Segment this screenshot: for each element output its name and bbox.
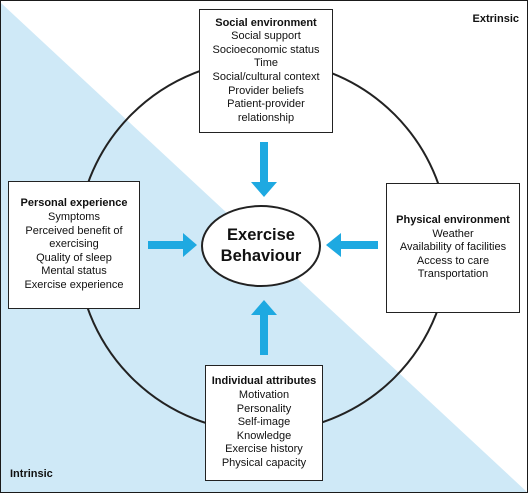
social-item: Provider beliefs xyxy=(228,84,304,97)
social-item: Patient-provider xyxy=(227,98,305,111)
personal-experience-box: Personal experience Symptoms Perceived b… xyxy=(8,181,140,309)
individual-item: Exercise history xyxy=(225,443,303,456)
personal-item: Perceived benefit of xyxy=(25,224,123,237)
social-environment-title: Social environment xyxy=(215,16,317,29)
intrinsic-label: Intrinsic xyxy=(10,468,53,480)
individual-attributes-title: Individual attributes xyxy=(211,375,317,388)
physical-environment-title: Physical environment xyxy=(396,214,510,227)
individual-item: Self-image xyxy=(237,416,291,429)
personal-experience-title: Personal experience xyxy=(20,197,128,210)
individual-item: Motivation xyxy=(238,389,290,402)
personal-item: Exercise experience xyxy=(24,278,124,291)
individual-attributes-box: Individual attributes Motivation Persona… xyxy=(205,365,323,481)
social-item: relationship xyxy=(237,111,295,124)
arrow-from-personal xyxy=(148,233,197,257)
personal-item: Quality of sleep xyxy=(36,251,112,264)
exercise-behaviour-label: Exercise Behaviour xyxy=(202,206,320,286)
physical-item: Weather xyxy=(432,227,474,240)
center-line-2: Behaviour xyxy=(220,247,302,265)
physical-item: Access to care xyxy=(416,254,490,267)
individual-item: Physical capacity xyxy=(221,456,307,469)
social-item: Time xyxy=(253,57,279,70)
social-item: Social support xyxy=(231,30,301,43)
social-item: Socioeconomic status xyxy=(212,43,320,56)
physical-item: Availability of facilities xyxy=(399,241,507,254)
individual-item: Personality xyxy=(236,402,292,415)
personal-item: Symptoms xyxy=(48,211,100,224)
extrinsic-label: Extrinsic xyxy=(472,13,519,25)
center-line-1: Exercise xyxy=(227,226,295,244)
arrow-from-physical xyxy=(326,233,378,257)
arrow-from-social xyxy=(251,142,277,197)
physical-environment-box: Physical environment Weather Availabilit… xyxy=(386,183,520,313)
social-item: Social/cultural context xyxy=(212,71,320,83)
arrow-from-individual xyxy=(251,300,277,355)
physical-item: Transportation xyxy=(417,268,489,281)
social-environment-box: Social environment Social support Socioe… xyxy=(199,9,333,133)
personal-item: exercising xyxy=(49,238,99,251)
personal-item: Mental status xyxy=(41,265,107,278)
exercise-behaviour-ellipse xyxy=(201,205,321,287)
individual-item: Knowledge xyxy=(236,429,292,442)
arrows-group xyxy=(148,142,378,355)
